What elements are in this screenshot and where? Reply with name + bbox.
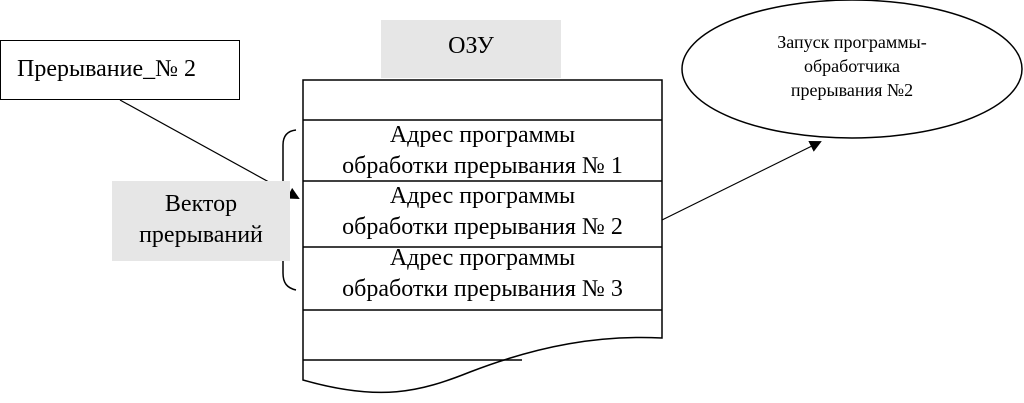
- handler-arrow: [661, 141, 822, 221]
- vector-label-line1: Вектор: [164, 191, 238, 217]
- handler-text: Запуск программы- обработчика прерывания…: [732, 30, 972, 102]
- handler-line3: прерывания №2: [790, 80, 914, 100]
- memory-block-outline: [302, 79, 663, 394]
- memory-cell-2-line1: Адрес программы: [389, 183, 576, 209]
- memory-cell-3: Адрес программы обработки прерывания № 3: [303, 243, 662, 305]
- handler-ellipse: [681, 0, 1023, 139]
- memory-cell-2-line2: обработки прерывания № 2: [342, 214, 623, 240]
- handler-line1: Запуск программы-: [777, 32, 927, 52]
- interrupt-label: Прерывание_№ 2: [17, 56, 197, 82]
- vector-label: Вектор прерываний: [112, 181, 290, 261]
- handler-line2: обработчика: [803, 56, 901, 76]
- memory-cell-1: Адрес программы обработки прерывания № 1: [303, 120, 662, 182]
- memory-cell-3-line1: Адрес программы: [389, 245, 576, 271]
- memory-cell-3-line2: обработки прерывания № 3: [342, 276, 623, 302]
- memory-title: ОЗУ: [381, 20, 561, 78]
- memory-cell-2: Адрес программы обработки прерывания № 2: [303, 181, 662, 243]
- vector-label-line2: прерываний: [139, 222, 263, 248]
- memory-cell-1-line1: Адрес программы: [389, 122, 576, 148]
- memory-cell-1-line2: обработки прерывания № 1: [342, 153, 623, 179]
- interrupt-box: Прерывание_№ 2: [0, 40, 240, 100]
